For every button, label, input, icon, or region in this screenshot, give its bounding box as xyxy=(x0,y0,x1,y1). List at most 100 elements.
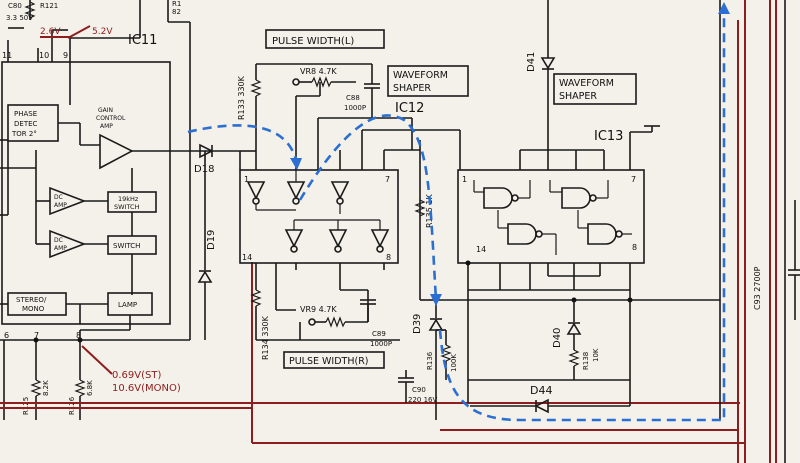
dc-amp-1-triangle xyxy=(49,186,87,216)
ic13-pin-8-label: 8 xyxy=(632,243,637,252)
dc-amp-1-label-b: AMP xyxy=(54,202,67,209)
dc-amp-2-label: DC xyxy=(54,237,63,244)
ic13-outline xyxy=(457,169,645,264)
stereo-mono-label-2: MONO xyxy=(22,305,45,313)
ic12-pin-8-label: 8 xyxy=(386,253,391,262)
d39-diode xyxy=(428,318,444,331)
r134-label: R134 330K xyxy=(261,315,270,360)
ic11-outline xyxy=(1,61,171,325)
ic12-block: IC12 1 7 14 8 xyxy=(239,101,461,310)
dc-amp-2-label-b: AMP xyxy=(54,245,67,252)
waveform-shaper-1-label: WAVEFORM xyxy=(393,70,448,81)
r-top-value: 82 xyxy=(172,8,181,16)
d19-label: D19 xyxy=(206,230,217,250)
r135-label: R135 1K xyxy=(425,194,434,228)
r138-label: R138 xyxy=(582,352,590,370)
c80-value: 3.3 50V xyxy=(6,14,33,22)
c89-value: 1000P xyxy=(370,340,392,348)
voltage-5-2v: 5.2V xyxy=(92,27,113,37)
r121-label: R121 xyxy=(40,2,58,10)
r138-value: 10K xyxy=(592,348,600,362)
c89-label: C89 xyxy=(372,330,386,338)
ic12-inverter-6 xyxy=(370,229,390,248)
vr8-label: VR8 4.7K xyxy=(300,67,337,76)
ic12-inverter-1 xyxy=(246,181,266,200)
ic11-pin-9-label: 9 xyxy=(63,51,68,60)
ic12-pin-7-label: 7 xyxy=(385,175,390,184)
signal-path-segment-1 xyxy=(187,124,298,161)
d39-label: D39 xyxy=(412,314,423,334)
ic12-inverter-5 xyxy=(328,229,348,248)
d40-diode xyxy=(566,322,582,335)
gain-control-label-1: GAIN xyxy=(98,107,113,114)
voltage-0-69v-stereo: 0.69V(ST) xyxy=(112,370,161,381)
waveform-shaper-2-label-b: SHAPER xyxy=(559,91,597,102)
waveform-shaper-1-label-b: SHAPER xyxy=(393,83,431,94)
khz-switch-label-2: SWITCH xyxy=(114,203,140,211)
switch-label: SWITCH xyxy=(113,242,140,250)
ic12-pin-1-label: 1 xyxy=(244,175,249,184)
ic11-pin-8-label: 8 xyxy=(76,331,81,340)
r-top-label: R1 xyxy=(172,0,181,8)
ic12-inverter-4 xyxy=(284,229,304,248)
d41-network: D41 WAVEFORM SHAPER xyxy=(526,0,637,150)
r126-label: R126 xyxy=(68,396,76,415)
pulse-width-l-box xyxy=(265,29,385,49)
d18-diode xyxy=(199,143,214,159)
ic13-nand-3 xyxy=(507,223,537,245)
ic13-pin-7-label: 7 xyxy=(631,175,636,184)
pulse-width-l-network: PULSE WIDTH(L) R133 330K VR8 4.7K C88 10… xyxy=(237,29,469,148)
r125-label: R125 xyxy=(22,397,30,415)
d44-label: D44 xyxy=(530,384,552,397)
d40-label: D40 xyxy=(552,328,563,348)
signal-path-arrow-1 xyxy=(290,158,302,170)
ic11-pin-7-label: 7 xyxy=(34,331,39,340)
r126-value: 6.8K xyxy=(86,380,94,396)
ic13-nand-4 xyxy=(587,223,617,245)
ic12-inverter-3 xyxy=(330,181,350,200)
stereo-mono-label-1: STEREO/ xyxy=(16,296,47,304)
ic12-label: IC12 xyxy=(395,101,424,116)
waveform-shaper-1-box xyxy=(387,65,469,97)
ic13-nand-2 xyxy=(561,187,591,209)
waveform-shaper-2-box xyxy=(553,73,637,105)
signal-path-segment-3 xyxy=(438,10,726,422)
ic13-pin-14-label: 14 xyxy=(476,245,486,254)
phase-detector-label-3: TOR 2° xyxy=(11,130,37,138)
khz-switch-label-1: 19kHz xyxy=(118,195,139,203)
voltage-10-6v-mono: 10.6V(MONO) xyxy=(112,383,181,394)
lamp-label: LAMP xyxy=(118,301,137,309)
dc-amp-1-label: DC xyxy=(54,194,63,201)
ic11-block: PHASE DETEC TOR 2° GAIN CONTROL AMP DC A… xyxy=(0,0,191,420)
waveform-shaper-2-label: WAVEFORM xyxy=(559,78,614,89)
r133-label: R133 330K xyxy=(237,75,246,120)
c93-label: C93 2700P xyxy=(753,266,762,310)
c88-value: 1000P xyxy=(344,104,366,112)
ic13-nand-1 xyxy=(483,187,513,209)
right-components: D40 R138 10K D44 xyxy=(468,300,631,414)
signal-path-annotation xyxy=(187,2,730,422)
center-components: R135 1K D39 R136 100K C90 220 16V xyxy=(398,194,458,420)
diodes-left: D18 D19 xyxy=(170,143,240,340)
ic11-pin-10-label: 10 xyxy=(39,51,49,60)
c93-network: C93 2700P xyxy=(753,200,800,320)
d19-diode xyxy=(197,270,213,283)
ic13-label: IC13 xyxy=(594,129,623,144)
gain-control-label-2: CONTROL xyxy=(96,115,126,122)
c90-value: 220 16V xyxy=(408,396,437,404)
phase-detector-label-2: DETEC xyxy=(14,120,38,128)
pulse-width-r-box xyxy=(283,351,385,369)
signal-path-arrow-3 xyxy=(718,2,730,14)
ic11-pin-11-label: 11 xyxy=(2,51,12,60)
signal-path-arrow-2 xyxy=(430,294,442,306)
ic11-label: IC11 xyxy=(128,33,157,48)
pulse-width-r-network: R134 330K VR9 4.7K C89 1000P PULSE WIDTH… xyxy=(250,289,400,369)
r136-value: 100K xyxy=(450,354,458,372)
ic12-pin-14-label: 14 xyxy=(242,253,252,262)
signal-path-segment-2 xyxy=(298,114,438,301)
r136-label: R136 xyxy=(426,351,434,370)
d44-diode xyxy=(534,398,549,414)
gain-control-label-3: AMP xyxy=(100,123,113,130)
r125-value: 8.2K xyxy=(42,380,50,396)
